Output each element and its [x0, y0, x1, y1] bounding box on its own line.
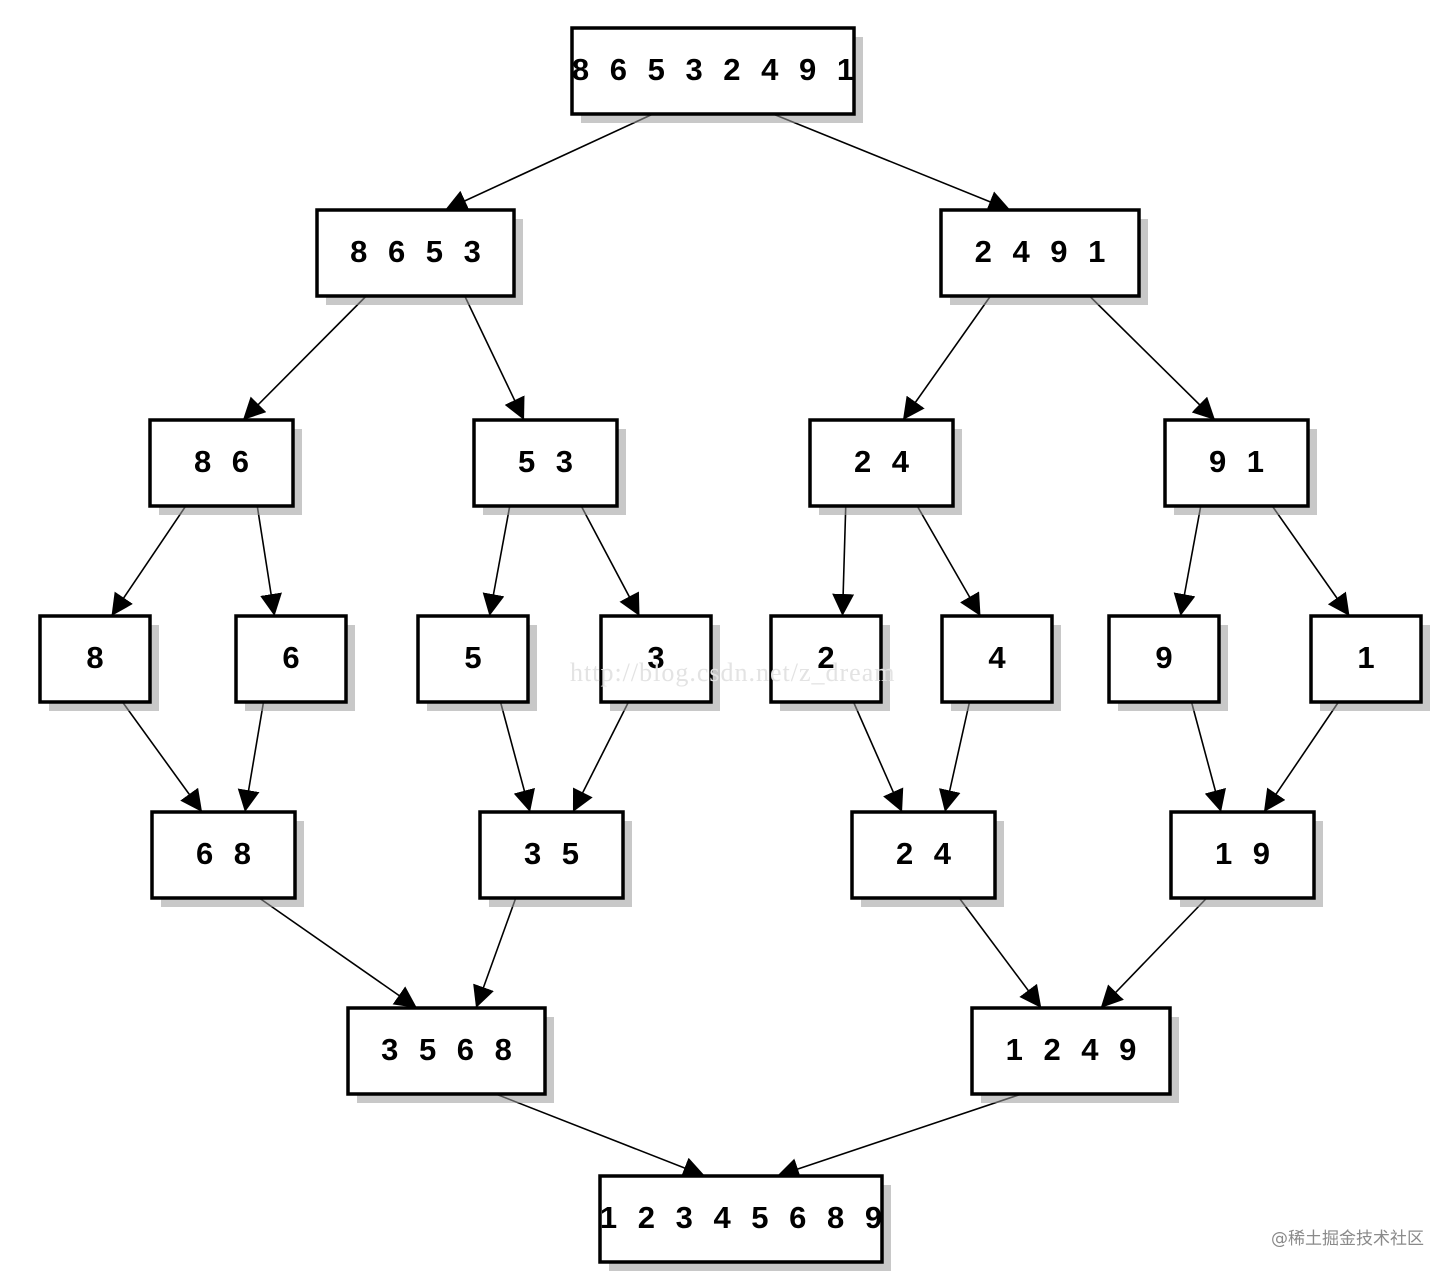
node-box — [1107, 614, 1221, 704]
node-box — [598, 1174, 884, 1264]
source-credit: @稀土掘金技术社区 — [1271, 1229, 1424, 1249]
node-leaf3: 3 — [599, 614, 720, 711]
node-label: 3 5 6 8 — [381, 1032, 518, 1067]
node-box — [315, 208, 516, 298]
edge-l2a-to-leaf6 — [256, 505, 282, 617]
edge-l2b-to-leaf5 — [482, 505, 511, 617]
node-box — [38, 614, 152, 704]
edge-leaf9-to-m1d — [1190, 701, 1226, 813]
node-final: 1 2 3 4 5 6 8 9 — [598, 1174, 891, 1271]
edge-l1b-to-l2c — [902, 295, 992, 421]
node-label: 1 — [1357, 640, 1380, 675]
node-label: 6 — [282, 640, 305, 675]
node-box — [850, 810, 997, 900]
node-root: 8 6 5 3 2 4 9 1 — [570, 26, 863, 123]
node-box — [1169, 810, 1316, 900]
nodes: 8 6 5 3 2 4 9 1 8 6 5 3 2 4 9 1 8 6 5 3 2 4 9 … — [38, 26, 1430, 1271]
node-label: 3 5 — [524, 836, 585, 871]
node-box — [939, 208, 1141, 298]
node-box — [970, 1006, 1172, 1096]
node-label: 5 3 — [518, 444, 579, 479]
node-box — [346, 1006, 547, 1096]
edges — [110, 113, 1351, 1180]
edge-m1b-to-m2a — [473, 897, 517, 1009]
node-leaf6: 6 — [234, 614, 355, 711]
node-box — [1309, 614, 1423, 704]
node-label: 2 4 — [854, 444, 915, 479]
node-label: 8 6 — [194, 444, 255, 479]
edge-m1c-to-m2b — [958, 897, 1042, 1009]
edge-l1b-to-l2d — [1088, 295, 1216, 421]
edge-m2a-to-final — [495, 1093, 706, 1179]
edge-m1a-to-m2a — [258, 897, 418, 1009]
node-label: 1 2 3 4 5 6 8 9 — [600, 1200, 888, 1235]
node-l1b: 2 4 9 1 — [939, 208, 1148, 305]
edge-l2d-to-leaf9 — [1173, 505, 1202, 617]
node-label: 6 8 — [196, 836, 257, 871]
node-box — [599, 614, 713, 704]
node-m1c: 2 4 — [850, 810, 1004, 907]
node-label: 2 4 9 1 — [975, 234, 1112, 269]
node-l2c: 2 4 — [808, 418, 962, 515]
node-label: 3 — [647, 640, 670, 675]
edge-l2c-to-leaf2 — [832, 505, 855, 617]
node-label: 5 — [464, 640, 487, 675]
edge-l1a-to-l2b — [464, 295, 525, 421]
node-box — [769, 614, 883, 704]
node-box — [1163, 418, 1310, 508]
node-box — [150, 810, 297, 900]
edge-l2c-to-leaf4 — [916, 505, 982, 617]
edge-leaf5-to-m1b — [499, 701, 535, 813]
node-label: 8 6 5 3 — [350, 234, 487, 269]
edge-leaf3-to-m1b — [572, 701, 630, 813]
node-leaf2: 2 — [769, 614, 890, 711]
node-m1d: 1 9 — [1169, 810, 1323, 907]
edge-leaf2-to-m1c — [852, 701, 904, 813]
node-leaf4: 4 — [940, 614, 1061, 711]
node-box — [234, 614, 348, 704]
node-m2b: 1 2 4 9 — [970, 1006, 1179, 1103]
node-leaf1: 1 — [1309, 614, 1430, 711]
node-label: 1 9 — [1215, 836, 1276, 871]
node-box — [570, 26, 856, 116]
node-box — [478, 810, 625, 900]
node-box — [472, 418, 619, 508]
node-box — [940, 614, 1054, 704]
edge-l2d-to-leaf1 — [1271, 505, 1351, 617]
edge-l2b-to-leaf3 — [580, 505, 641, 617]
node-leaf9: 9 — [1107, 614, 1228, 711]
node-label: 9 1 — [1209, 444, 1270, 479]
node-label: 8 — [86, 640, 109, 675]
node-m2a: 3 5 6 8 — [346, 1006, 554, 1103]
node-l2a: 8 6 — [148, 418, 302, 515]
edge-leaf8-to-m1a — [121, 701, 203, 813]
node-l1a: 8 6 5 3 — [315, 208, 523, 305]
edge-m2b-to-final — [776, 1093, 1022, 1180]
edge-leaf4-to-m1c — [939, 701, 971, 813]
node-leaf5: 5 — [416, 614, 537, 711]
node-box — [808, 418, 955, 508]
edge-leaf1-to-m1d — [1263, 701, 1340, 813]
node-l2d: 9 1 — [1163, 418, 1317, 515]
edge-l2a-to-leaf8 — [110, 505, 187, 617]
node-box — [416, 614, 530, 704]
node-label: 2 — [817, 640, 840, 675]
edge-m1d-to-m2b — [1100, 897, 1208, 1009]
node-leaf8: 8 — [38, 614, 159, 711]
edge-root-to-l1a — [444, 113, 654, 211]
node-label: 9 — [1155, 640, 1178, 675]
edge-l1a-to-l2a — [242, 295, 367, 421]
node-label: 1 2 4 9 — [1006, 1032, 1143, 1067]
node-box — [148, 418, 295, 508]
node-m1a: 6 8 — [150, 810, 304, 907]
node-label: 4 — [988, 640, 1011, 675]
node-label: 2 4 — [896, 836, 957, 871]
node-label: 8 6 5 3 2 4 9 1 — [572, 52, 860, 87]
node-l2b: 5 3 — [472, 418, 626, 515]
edge-leaf6-to-m1a — [237, 701, 265, 813]
edge-root-to-l1b — [772, 113, 1011, 212]
node-m1b: 3 5 — [478, 810, 632, 907]
